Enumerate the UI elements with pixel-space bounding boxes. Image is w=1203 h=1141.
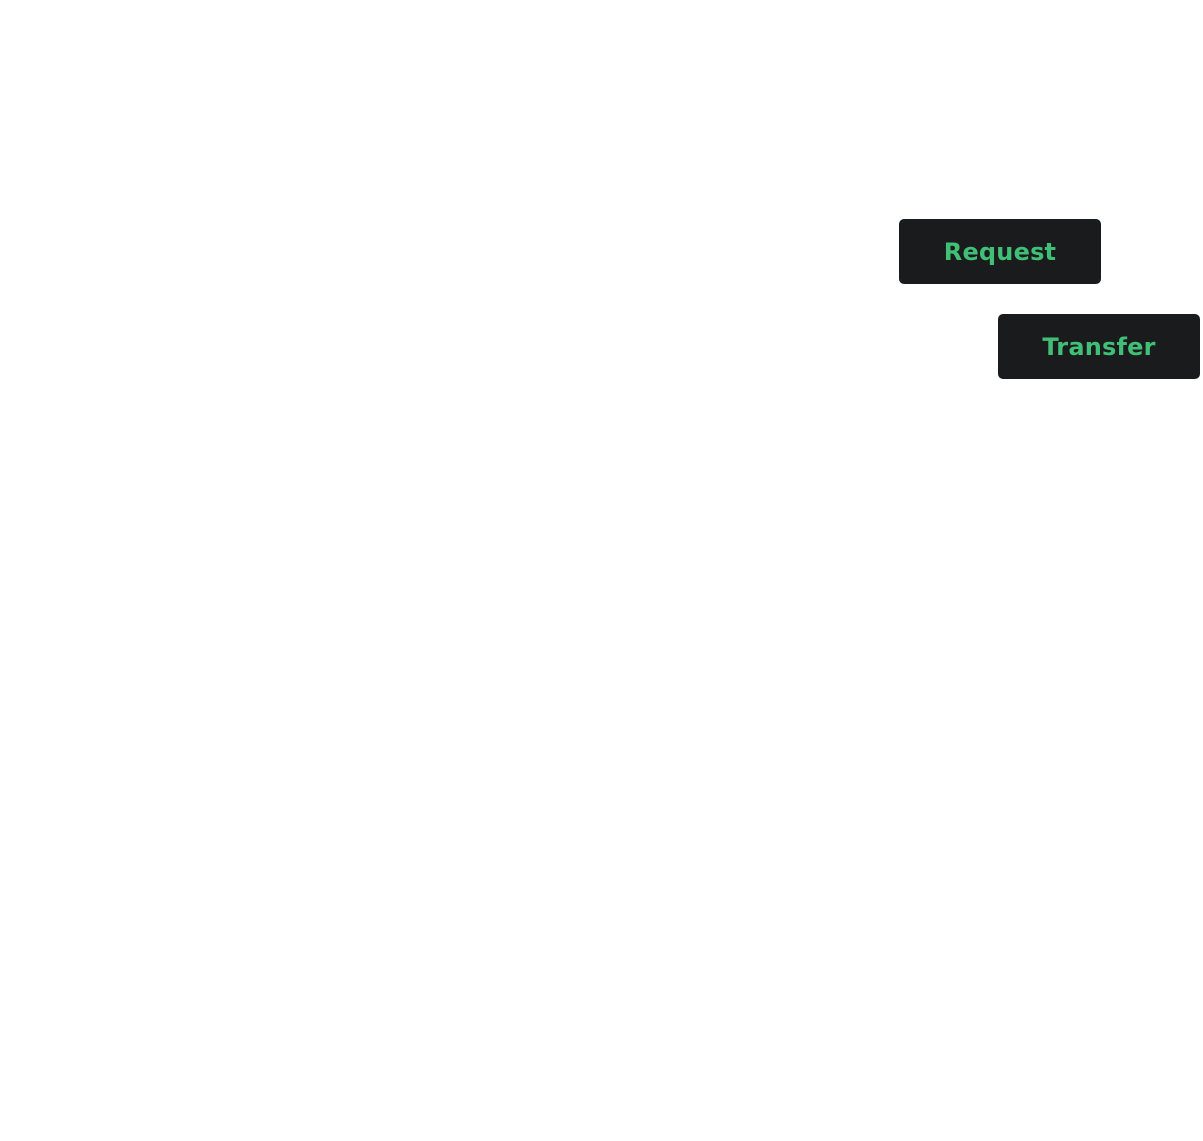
transfer-button-label: Transfer [1042, 332, 1156, 361]
transfer-button[interactable]: Transfer [998, 314, 1200, 379]
request-button[interactable]: Request [899, 219, 1101, 284]
request-button-label: Request [943, 237, 1057, 266]
